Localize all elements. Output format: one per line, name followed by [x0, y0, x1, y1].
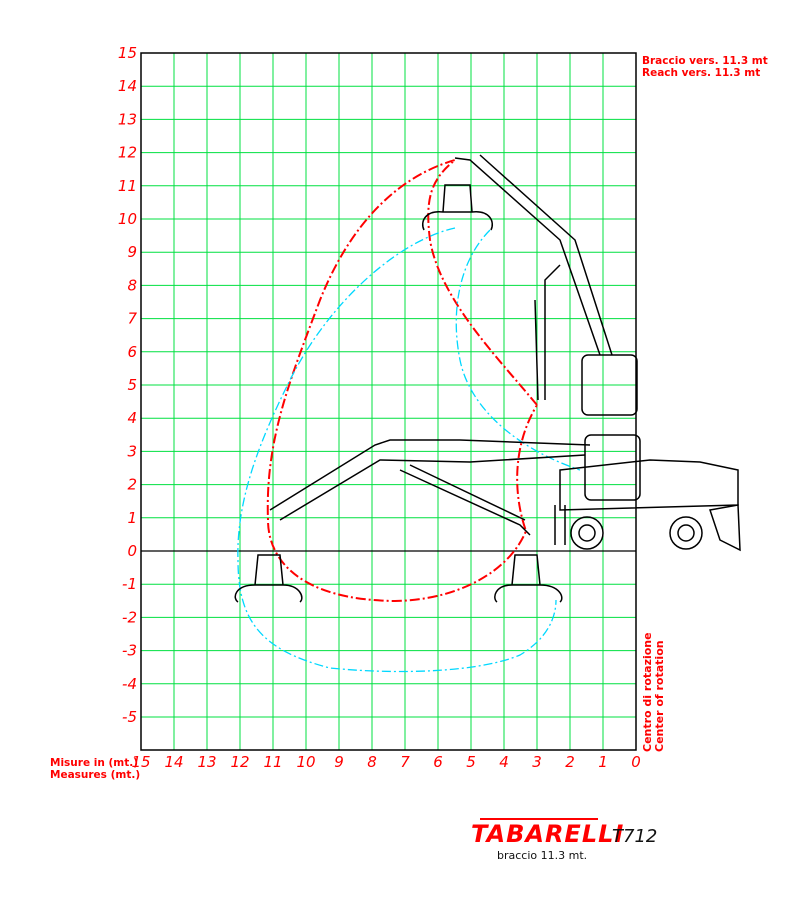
y-tick-label: -1 — [122, 575, 137, 593]
y-tick-label: 10 — [118, 210, 137, 228]
machine-illustration — [234, 154, 741, 603]
y-tick-label: -3 — [122, 642, 137, 660]
x-tick-label: 2 — [565, 753, 575, 771]
boom-subtitle: braccio 11.3 mt. — [497, 849, 588, 862]
y-tick-label: 15 — [118, 44, 137, 62]
x-tick-label: 11 — [263, 753, 282, 771]
y-tick-label: 5 — [127, 376, 137, 394]
measures-label: Misure in (mt.) Measures (mt.) — [50, 757, 140, 781]
plot-frame — [140, 52, 637, 751]
note-line-en: Reach vers. 11.3 mt — [642, 67, 761, 79]
model-name: T712 — [612, 826, 658, 847]
x-tick-label: 10 — [296, 753, 315, 771]
y-tick-label: 9 — [127, 243, 137, 261]
grid — [141, 53, 636, 750]
x-tick-label: 1 — [598, 753, 608, 771]
y-tick-label: 11 — [118, 177, 137, 195]
x-tick-label: 7 — [400, 753, 410, 771]
y-tick-label: 3 — [127, 442, 137, 460]
y-tick-label: -4 — [122, 675, 137, 693]
rotation-center-label-1: Centro di rotazione — [641, 632, 654, 752]
x-tick-label: 14 — [164, 753, 183, 771]
reach-version-note: Braccio vers. 11.3 mt Reach vers. 11.3 m… — [642, 55, 768, 79]
y-tick-label: 13 — [118, 110, 137, 128]
grapple-top — [422, 184, 493, 231]
x-tick-label: 12 — [230, 753, 249, 771]
x-tick-label: 9 — [334, 753, 344, 771]
y-tick-label: 1 — [127, 509, 137, 527]
x-tick-label: 8 — [367, 753, 377, 771]
logo-bar — [480, 818, 598, 820]
y-tick-label: -5 — [122, 708, 137, 726]
x-tick-label: 3 — [532, 753, 542, 771]
y-tick-label: 2 — [127, 476, 137, 494]
y-tick-label: -2 — [122, 608, 137, 626]
y-tick-label: 12 — [118, 144, 137, 162]
rotation-center-label-2: Center of rotation — [653, 640, 666, 752]
y-tick-label: 14 — [118, 77, 137, 95]
y-tick-label: 7 — [127, 310, 137, 328]
x-tick-label: 4 — [499, 753, 509, 771]
y-tick-label: 0 — [127, 542, 137, 560]
x-tick-label: 15 — [131, 753, 150, 771]
y-tick-label: 6 — [127, 343, 137, 361]
x-tick-label: 13 — [197, 753, 216, 771]
x-tick-label: 6 — [433, 753, 443, 771]
outer-envelope-red — [266, 159, 538, 603]
x-tick-label: 5 — [466, 753, 476, 771]
grapple-left — [234, 554, 303, 603]
x-tick-label: 0 — [631, 753, 641, 771]
y-tick-label: 4 — [127, 409, 137, 427]
brand-logo: TABARELLI — [471, 820, 625, 848]
inner-envelope-cyan — [237, 227, 581, 673]
measures-label-it: Misure in (mt.) — [50, 757, 139, 769]
measures-label-en: Measures (mt.) — [50, 769, 141, 781]
note-line-it: Braccio vers. 11.3 mt — [642, 55, 768, 67]
grapple-right — [494, 554, 563, 603]
y-tick-label: 8 — [127, 276, 137, 294]
